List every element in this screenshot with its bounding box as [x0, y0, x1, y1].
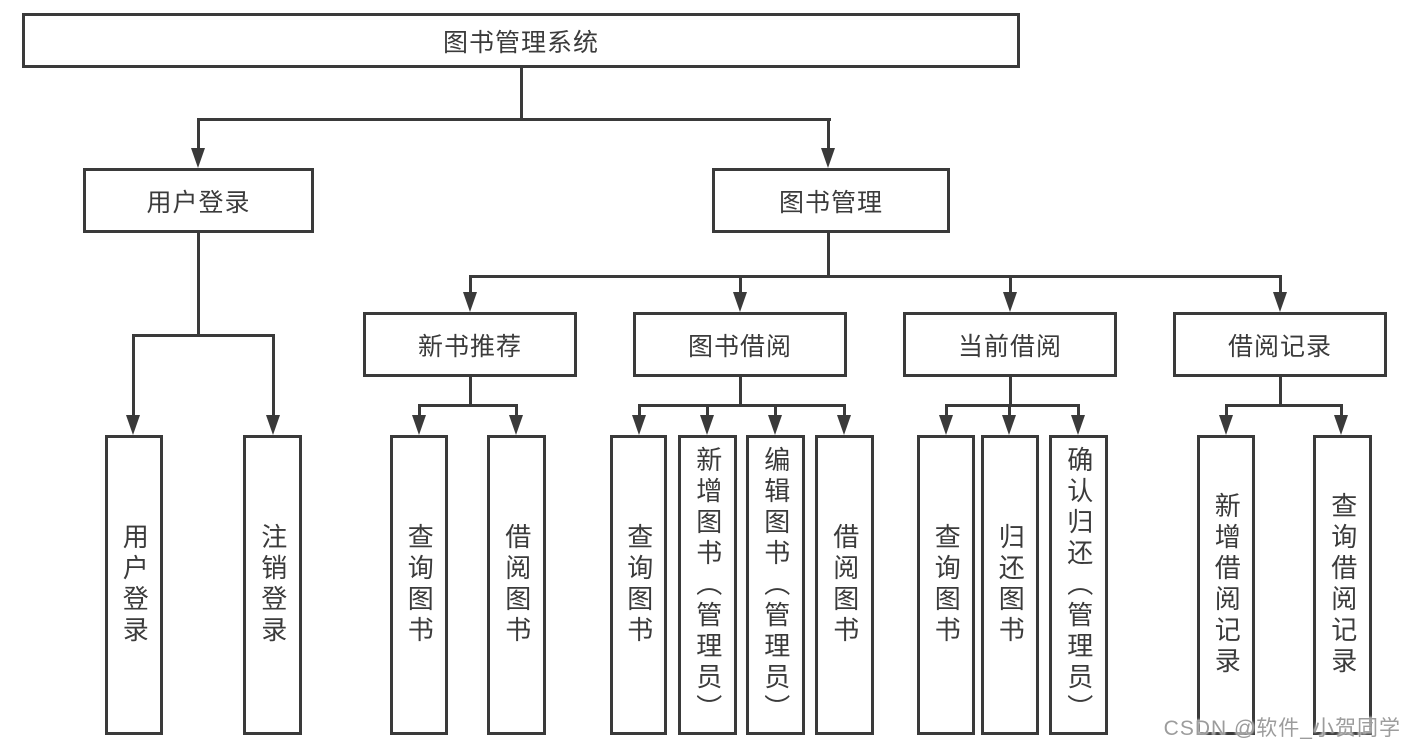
node-user-login: 用户登录	[83, 168, 314, 233]
connector-user-login-stem	[197, 231, 200, 337]
connector-drop-user-login	[197, 118, 200, 150]
arrowhead-bb-borrow-icon	[837, 415, 851, 435]
arrowhead-user-login-icon	[191, 148, 205, 168]
connector-level3-branch	[469, 275, 1282, 278]
node-new-book-recommend: 新书推荐	[363, 312, 577, 377]
leaf-user-login-label: 用户登录	[119, 523, 150, 647]
connector-drop-nbr-borrow	[515, 404, 518, 417]
arrowhead-cb-confirm-icon	[1071, 415, 1085, 435]
leaf-logout-label: 注销登录	[257, 523, 288, 647]
connector-user-login-split	[132, 334, 275, 337]
arrowhead-cb-query-icon	[939, 415, 953, 435]
arrowhead-nbr-query-icon	[412, 415, 426, 435]
connector-drop-book-management	[827, 118, 830, 150]
node-new-book-recommend-label: 新书推荐	[417, 332, 522, 361]
connector-drop-br-add	[1225, 404, 1228, 417]
connector-nbr-stem	[469, 375, 472, 407]
connector-drop-cb-confirm	[1077, 404, 1080, 417]
connector-drop-leaf-logout	[272, 334, 275, 417]
leaf-bb-add-books-admin: 新增图书（管理员）	[678, 435, 737, 735]
leaf-cb-return-books: 归还图书	[981, 435, 1039, 735]
leaf-br-add-record: 新增借阅记录	[1197, 435, 1255, 735]
node-root: 图书管理系统	[22, 13, 1020, 68]
leaf-user-login: 用户登录	[105, 435, 163, 735]
connector-drop-current-borrow	[1009, 275, 1012, 294]
leaf-nbr-borrow-books-label: 借阅图书	[501, 523, 532, 647]
connector-bb-stem	[739, 375, 742, 407]
node-current-borrow-label: 当前借阅	[957, 332, 1062, 361]
node-root-label: 图书管理系统	[442, 28, 599, 57]
leaf-cb-confirm-return-admin: 确认归还（管理员）	[1049, 435, 1108, 735]
arrowhead-bb-add-icon	[700, 415, 714, 435]
leaf-cb-query-books-label: 查询图书	[931, 523, 962, 647]
connector-drop-nbr-query	[418, 404, 421, 417]
node-borrow-records-label: 借阅记录	[1227, 332, 1332, 361]
arrowhead-book-management-icon	[821, 148, 835, 168]
connector-drop-bb-add	[706, 404, 709, 417]
connector-drop-cb-return	[1008, 404, 1011, 417]
arrowhead-nbr-borrow-icon	[509, 415, 523, 435]
node-user-login-label: 用户登录	[146, 188, 251, 217]
connector-drop-new-book-recommend	[469, 275, 472, 294]
arrowhead-leaf-user-login-icon	[126, 415, 140, 435]
leaf-bb-add-books-admin-label: 新增图书（管理员）	[692, 445, 723, 725]
arrowhead-book-borrow-icon	[733, 292, 747, 312]
connector-bb-split	[638, 404, 846, 407]
node-book-management: 图书管理	[712, 168, 950, 233]
leaf-nbr-query-books-label: 查询图书	[404, 523, 435, 647]
connector-br-stem	[1279, 375, 1282, 407]
arrowhead-bb-query-icon	[632, 415, 646, 435]
arrowhead-leaf-logout-icon	[266, 415, 280, 435]
arrowhead-cb-return-icon	[1002, 415, 1016, 435]
arrowhead-br-query-icon	[1334, 415, 1348, 435]
leaf-br-query-record-label: 查询借阅记录	[1327, 492, 1358, 678]
leaf-nbr-borrow-books: 借阅图书	[487, 435, 546, 735]
connector-drop-bb-edit	[774, 404, 777, 417]
connector-drop-bb-query	[638, 404, 641, 417]
node-book-management-label: 图书管理	[778, 188, 883, 217]
leaf-bb-edit-books-admin-label: 编辑图书（管理员）	[760, 445, 791, 725]
node-borrow-records: 借阅记录	[1173, 312, 1387, 377]
leaf-cb-query-books: 查询图书	[917, 435, 975, 735]
node-book-borrow-label: 图书借阅	[687, 332, 792, 361]
connector-book-management-stem	[827, 231, 830, 277]
arrowhead-current-borrow-icon	[1003, 292, 1017, 312]
connector-drop-borrow-records	[1279, 275, 1282, 294]
connector-drop-br-query	[1340, 404, 1343, 417]
connector-drop-book-borrow	[739, 275, 742, 294]
leaf-cb-return-books-label: 归还图书	[995, 523, 1026, 647]
connector-br-split	[1225, 404, 1343, 407]
leaf-bb-borrow-books-label: 借阅图书	[829, 523, 860, 647]
leaf-bb-query-books-label: 查询图书	[623, 523, 654, 647]
connector-cb-split	[945, 404, 1080, 407]
leaf-cb-confirm-return-admin-label: 确认归还（管理员）	[1063, 445, 1094, 725]
leaf-bb-edit-books-admin: 编辑图书（管理员）	[746, 435, 805, 735]
leaf-br-add-record-label: 新增借阅记录	[1211, 492, 1242, 678]
leaf-nbr-query-books: 查询图书	[390, 435, 448, 735]
leaf-logout: 注销登录	[243, 435, 302, 735]
connector-drop-cb-query	[945, 404, 948, 417]
node-book-borrow: 图书借阅	[633, 312, 847, 377]
csdn-watermark: CSDN @软件_小贺同学	[1163, 717, 1401, 740]
connector-cb-stem	[1009, 375, 1012, 407]
connector-drop-leaf-user-login	[132, 334, 135, 417]
arrowhead-new-book-recommend-icon	[463, 292, 477, 312]
leaf-bb-query-books: 查询图书	[610, 435, 667, 735]
connector-drop-bb-borrow	[843, 404, 846, 417]
connector-nbr-split	[418, 404, 518, 407]
leaf-bb-borrow-books: 借阅图书	[815, 435, 874, 735]
connector-root-trunk	[520, 66, 523, 120]
node-current-borrow: 当前借阅	[903, 312, 1117, 377]
arrowhead-borrow-records-icon	[1273, 292, 1287, 312]
connector-level2-branch	[197, 118, 831, 121]
leaf-br-query-record: 查询借阅记录	[1313, 435, 1372, 735]
arrowhead-br-add-icon	[1219, 415, 1233, 435]
arrowhead-bb-edit-icon	[768, 415, 782, 435]
